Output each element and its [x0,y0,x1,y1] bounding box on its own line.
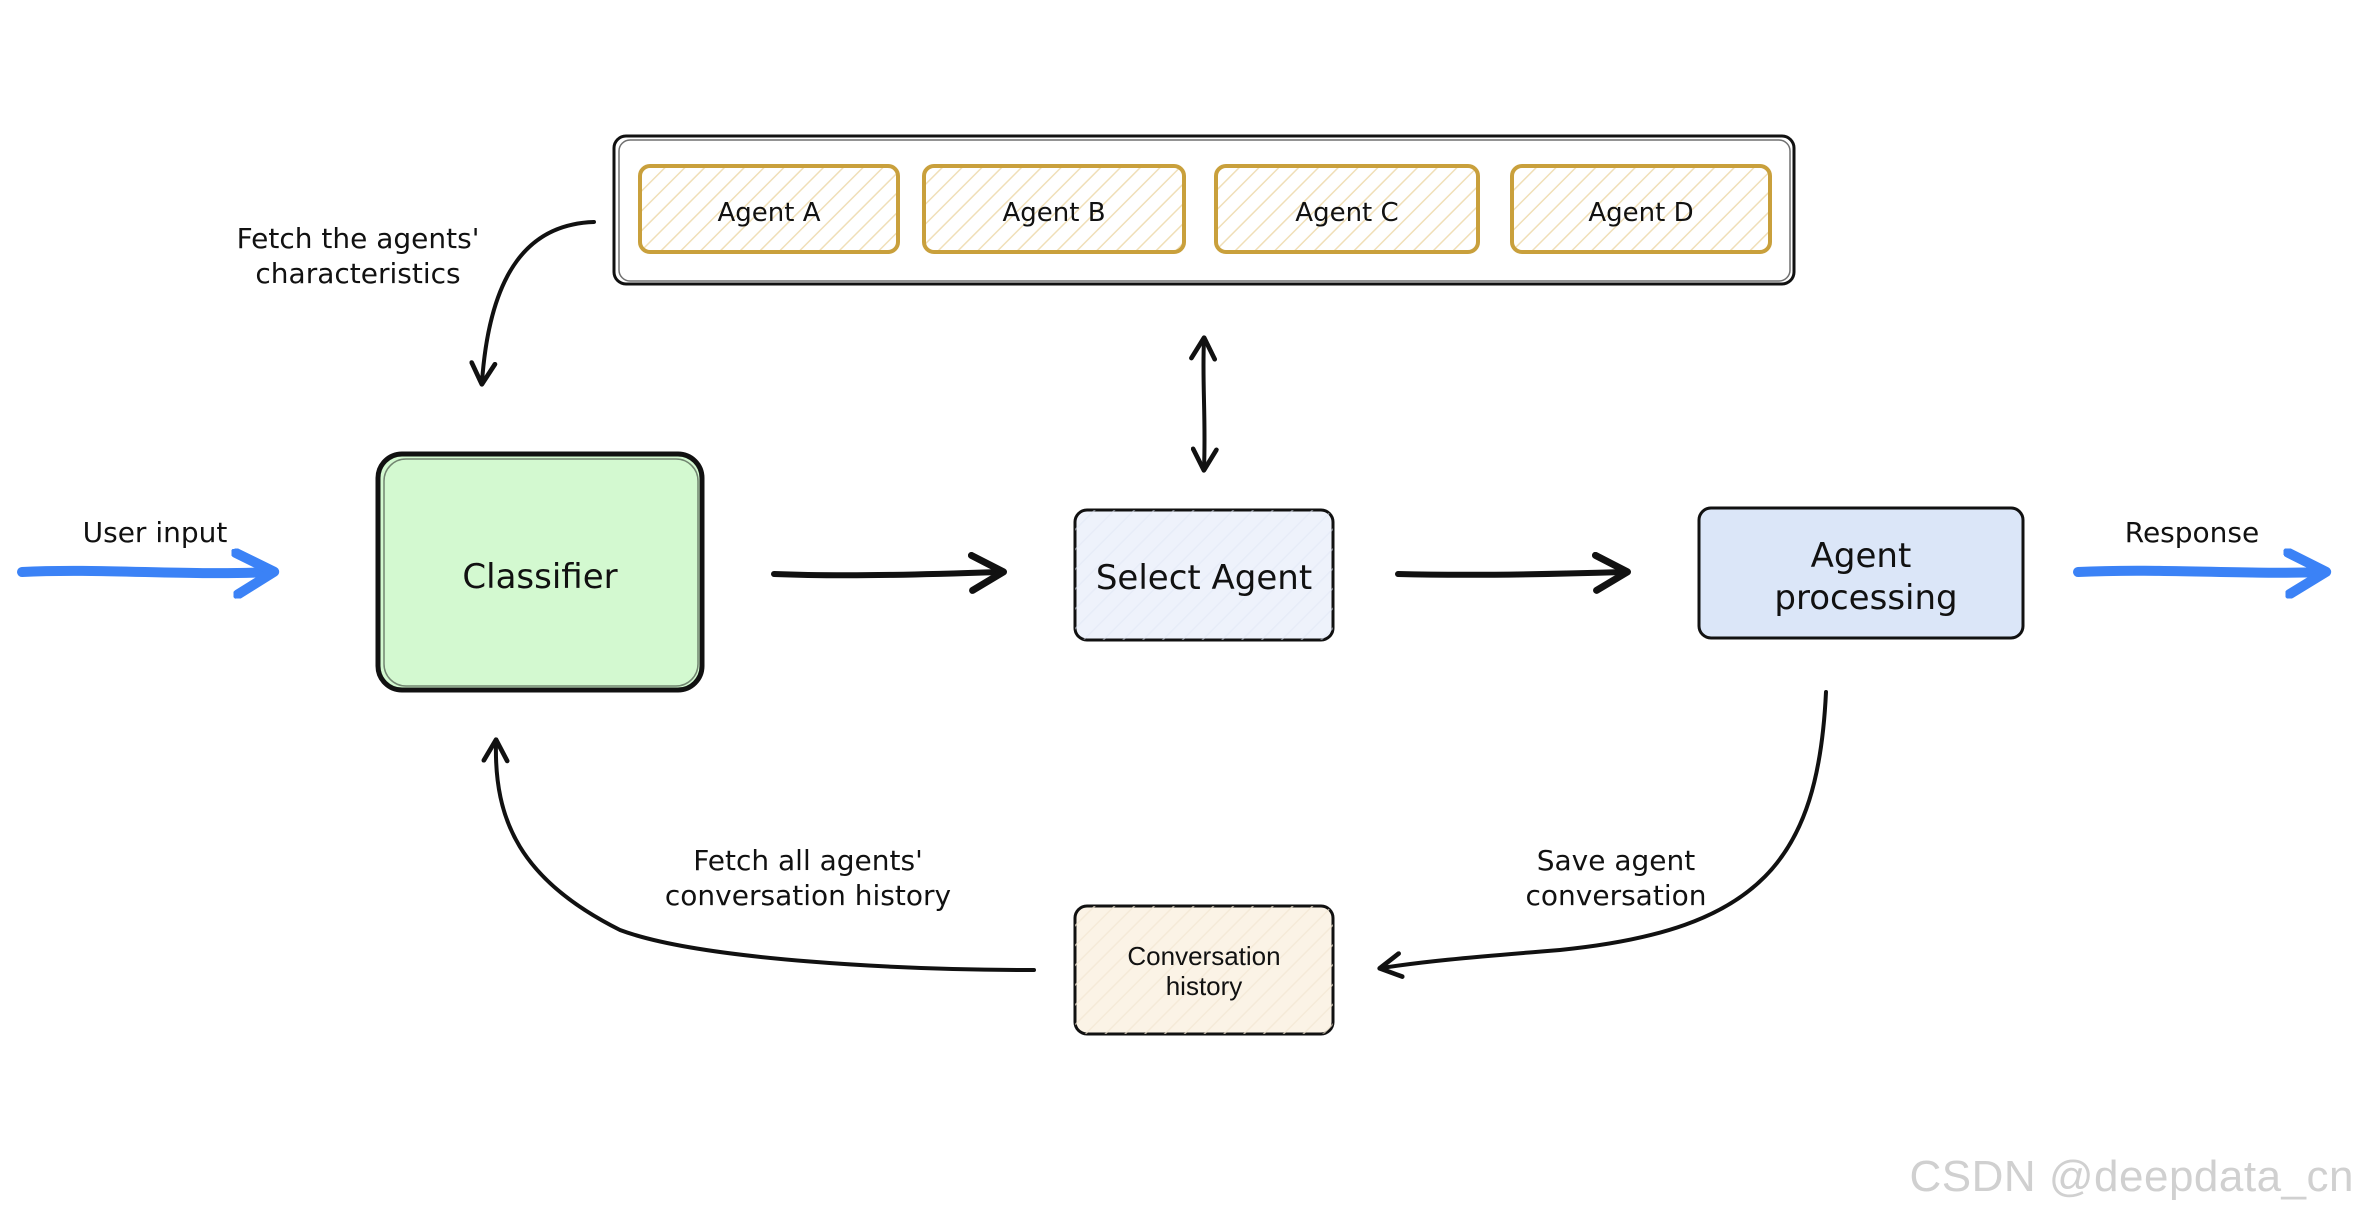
fetch-history-label-line1: Fetch all agents' [693,844,923,877]
agent-c-label: Agent C [1295,198,1398,228]
fetch-characteristics-label-line2: characteristics [255,257,460,290]
select-agent-label: Select Agent [1096,558,1312,598]
agents-panel: Agent A Agent B Agent C Agent D [612,134,1796,286]
classifier-node[interactable]: Classifier [375,451,705,693]
fetch-history-label-line2: conversation history [665,879,951,912]
save-conversation-label-line2: conversation [1526,879,1707,912]
response-label: Response [2125,516,2259,549]
select-agent-node[interactable]: Select Agent [1073,508,1335,642]
agent-processing-label-line2: processing [1774,578,1957,618]
agent-a-box[interactable]: Agent A [638,164,900,254]
processing-to-history-arrow [1377,690,1828,979]
agent-processing-label-line1: Agent [1811,536,1912,576]
agent-c-box[interactable]: Agent C [1214,164,1480,254]
agent-b-box[interactable]: Agent B [922,164,1186,254]
agent-b-label: Agent B [1002,198,1105,228]
user-input-label: User input [83,516,228,549]
csdn-watermark: CSDN @deepdata_cn [1909,1152,2354,1201]
select-to-processing-arrow [1395,551,1631,594]
classifier-to-select-arrow [771,551,1007,594]
agent-d-label: Agent D [1588,198,1693,228]
fetch-characteristics-arrow [469,220,596,387]
save-conversation-label-line1: Save agent [1537,844,1696,877]
response-arrow [2073,571,2322,573]
agent-processing-node[interactable]: Agent processing [1697,506,2025,640]
conversation-history-node[interactable]: Conversation history [1073,904,1335,1036]
agent-a-label: Agent A [717,198,820,228]
fetch-characteristics-label-line1: Fetch the agents' [237,222,480,255]
history-to-classifier-arrow [481,737,1036,972]
panel-select-bidirectional-arrow [1189,335,1219,473]
conversation-history-label-line1: Conversation [1127,941,1280,971]
classifier-label: Classifier [462,557,617,597]
user-input-arrow [17,571,270,573]
conversation-history-label-line2: history [1166,971,1243,1001]
agent-d-box[interactable]: Agent D [1510,164,1772,254]
